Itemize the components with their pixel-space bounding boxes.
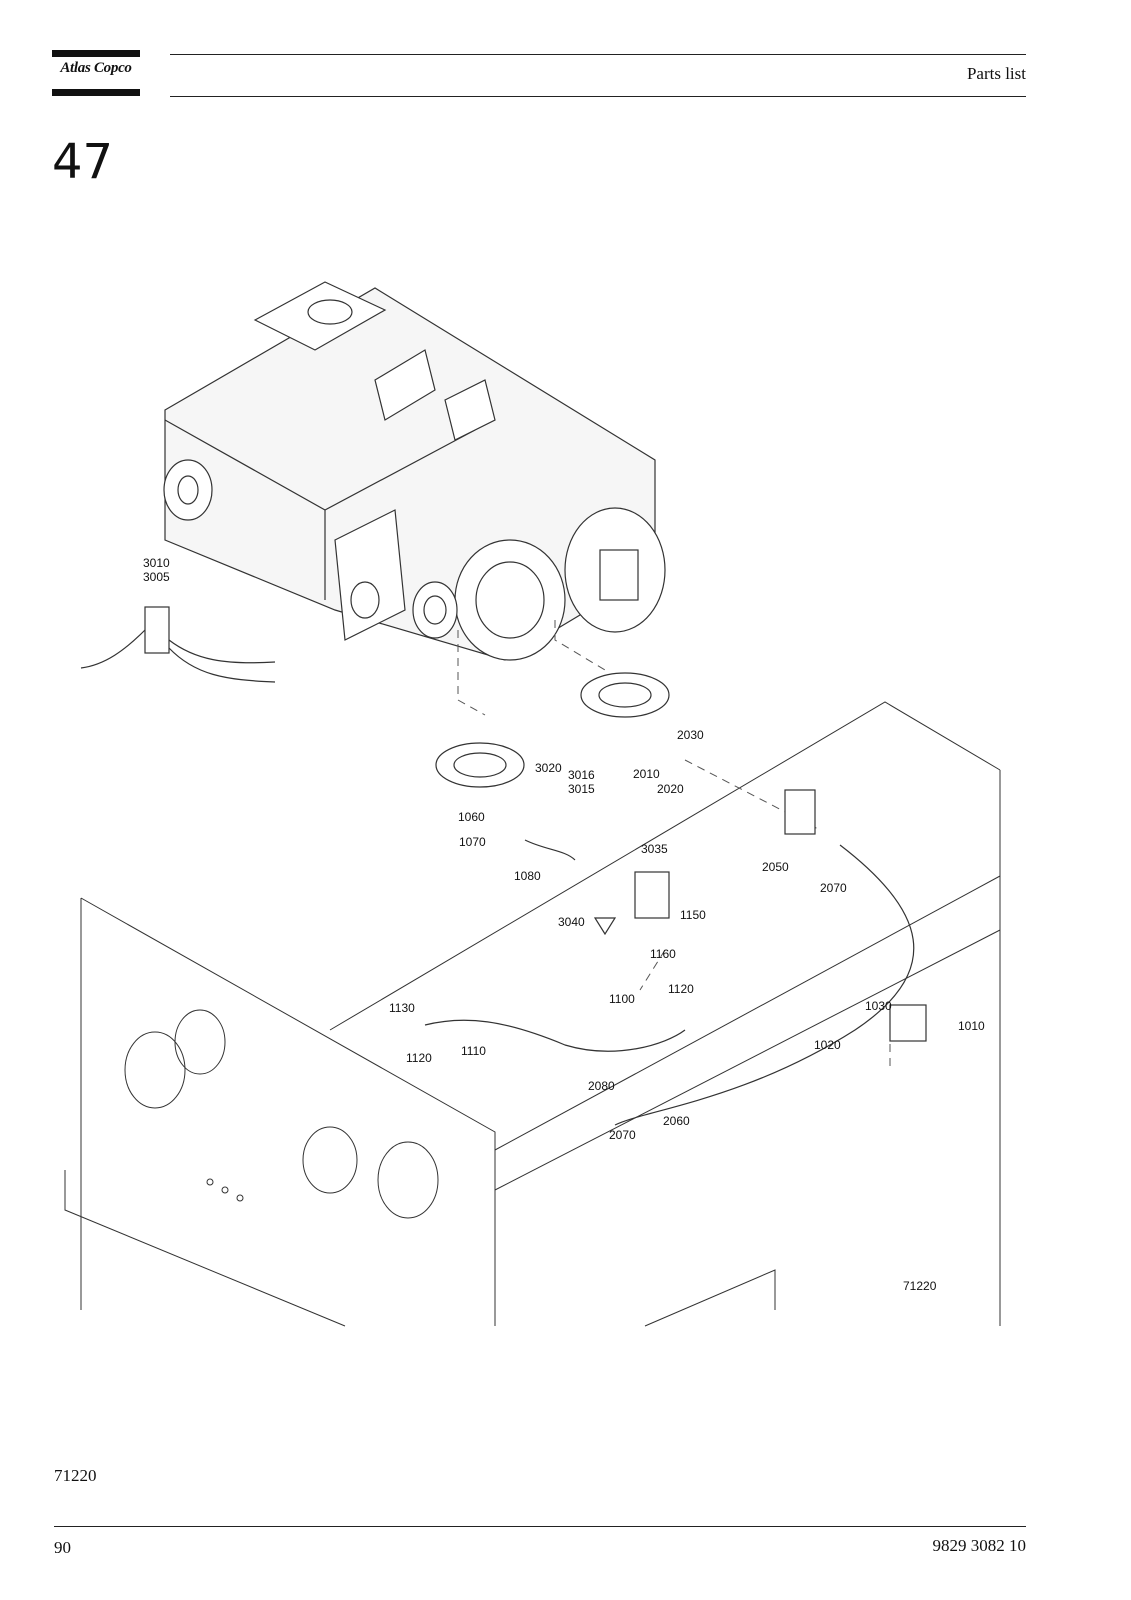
callout-2050: 2050	[762, 860, 789, 874]
header-top-rule	[170, 54, 1026, 55]
logo-bottom-bar	[52, 89, 140, 96]
footer-rule	[54, 1526, 1026, 1527]
callout-1120-right: 1120	[668, 982, 694, 996]
callout-3040: 3040	[558, 915, 585, 929]
callout-1100: 1100	[609, 992, 635, 1006]
callout-2020: 2020	[657, 782, 684, 796]
callout-2080: 2080	[588, 1079, 615, 1093]
callout-2030: 2030	[677, 728, 704, 742]
callout-3010: 3010	[143, 556, 170, 570]
header-bottom-rule	[170, 96, 1026, 97]
leader-lines	[457, 620, 891, 1070]
part-callouts: 3010 3005 2030 2010 2020 3020 3016 3015 …	[143, 556, 985, 1293]
callout-1110: 1110	[461, 1044, 486, 1058]
callout-2070-upper: 2070	[820, 881, 847, 895]
callout-1030: 1030	[865, 999, 892, 1013]
atlas-copco-logo: Atlas Copco	[52, 50, 140, 96]
logo-text: Atlas Copco	[60, 60, 132, 76]
compressor-element-illustration	[163, 281, 666, 661]
figure-code: 71220	[54, 1466, 97, 1485]
document-number: 9829 3082 10	[932, 1536, 1027, 1555]
callout-3015: 3015	[568, 782, 595, 796]
callout-1070: 1070	[459, 835, 486, 849]
logo-top-bar	[52, 50, 140, 57]
section-number: 47	[52, 134, 114, 190]
section-title: Parts list	[966, 64, 1026, 83]
panel-and-frame-outline	[64, 701, 1001, 1327]
drawing-id-label: 71220	[903, 1279, 937, 1293]
callout-1120-left: 1120	[406, 1051, 432, 1065]
callout-1130: 1130	[389, 1001, 415, 1015]
callout-1080: 1080	[514, 869, 541, 883]
callout-3005: 3005	[143, 570, 170, 584]
callout-2060: 2060	[663, 1114, 690, 1128]
callout-3035: 3035	[641, 842, 668, 856]
hose-and-fittings	[80, 606, 927, 1126]
callout-1150: 1150	[680, 908, 706, 922]
callout-1160: 1160	[650, 947, 676, 961]
callout-2010: 2010	[633, 767, 660, 781]
callout-1010: 1010	[958, 1019, 985, 1033]
callout-2070-lower: 2070	[609, 1128, 636, 1142]
callout-3020: 3020	[535, 761, 562, 775]
exploded-parts-drawing: 3010 3005 2030 2010 2020 3020 3016 3015 …	[64, 281, 1001, 1327]
callout-1020: 1020	[814, 1038, 841, 1052]
page-number: 90	[54, 1538, 71, 1557]
callout-3016: 3016	[568, 768, 595, 782]
callout-1060: 1060	[458, 810, 485, 824]
